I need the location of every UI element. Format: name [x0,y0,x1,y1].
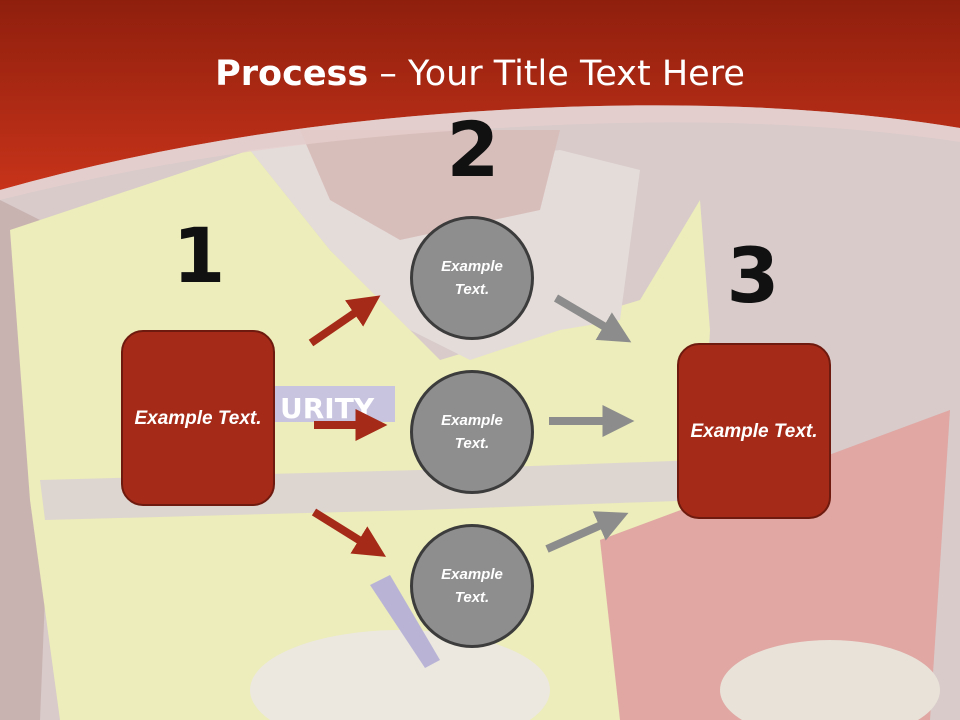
step-number-2: 2 [446,105,500,194]
step-1-box: Example Text. [121,330,275,506]
arrow-to-top-circle [308,295,381,347]
step-2-circle-bottom: Example Text. [410,524,534,648]
step-number-3: 3 [726,231,780,320]
step-3-box: Example Text. [677,343,831,519]
step-2-circle-middle: Example Text. [410,370,534,494]
step-2-circle-top: Example Text. [410,216,534,340]
step-number-1: 1 [172,211,226,300]
circle-bottom-text: Example Text. [441,566,503,606]
title-bold: Process [215,54,369,94]
header-band [0,0,960,200]
arrow-to-bottom-circle [311,508,387,557]
title-rest: – Your Title Text Here [368,54,745,94]
arrow-from-top-circle [553,294,632,343]
circle-middle-text: Example Text. [441,412,503,452]
step-1-text: Example Text. [134,407,262,429]
arrow-from-bottom-circle [545,511,629,553]
step-3-text: Example Text. [690,420,818,442]
slide-title: Process – Your Title Text Here [0,52,960,96]
circle-top-text: Example Text. [441,258,503,298]
